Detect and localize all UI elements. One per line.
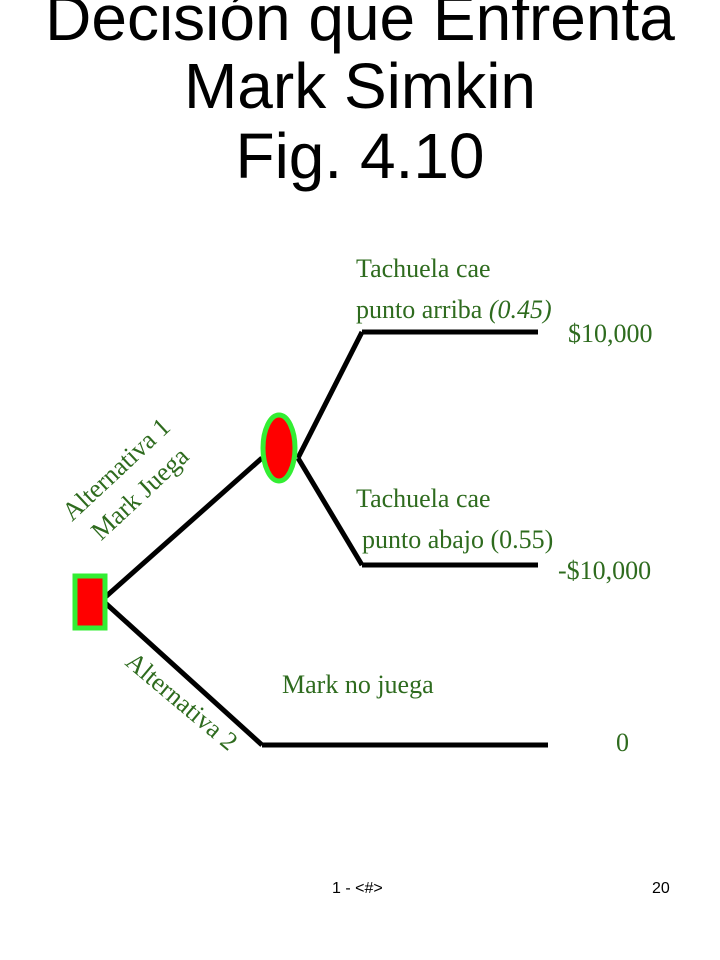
branch-alternative-1 [100,456,264,602]
outcome-up-probability: (0.45) [489,295,552,324]
outcome-up-line2-group: punto arriba (0.45) [356,295,552,324]
branch-down [295,456,365,567]
outcome-up-line2: punto arriba [356,295,483,324]
decision-node [72,573,108,631]
chance-node [260,412,298,484]
title-line-1: Decisión que Enfrenta [45,0,675,54]
footer-page-number: 20 [652,880,670,897]
no-play-label: Mark no juega [282,670,434,699]
title-line-3: Fig. 4.10 [235,120,485,192]
payoff-no-play: 0 [616,728,629,757]
outcome-up-line1: Tachuela cae [356,254,491,283]
payoff-down: -$10,000 [558,556,651,585]
outcome-down-line1: Tachuela cae [356,484,491,513]
branch-up [295,330,365,460]
outcome-down-line2: punto abajo (0.55) [362,525,553,554]
title-line-2: Mark Simkin [183,50,537,122]
footer-slide-number: 1 - <#> [332,880,383,897]
payoff-up: $10,000 [568,319,653,348]
branch-alternative-2 [100,598,264,747]
alt2-label: Alternativa 2 [120,646,243,756]
